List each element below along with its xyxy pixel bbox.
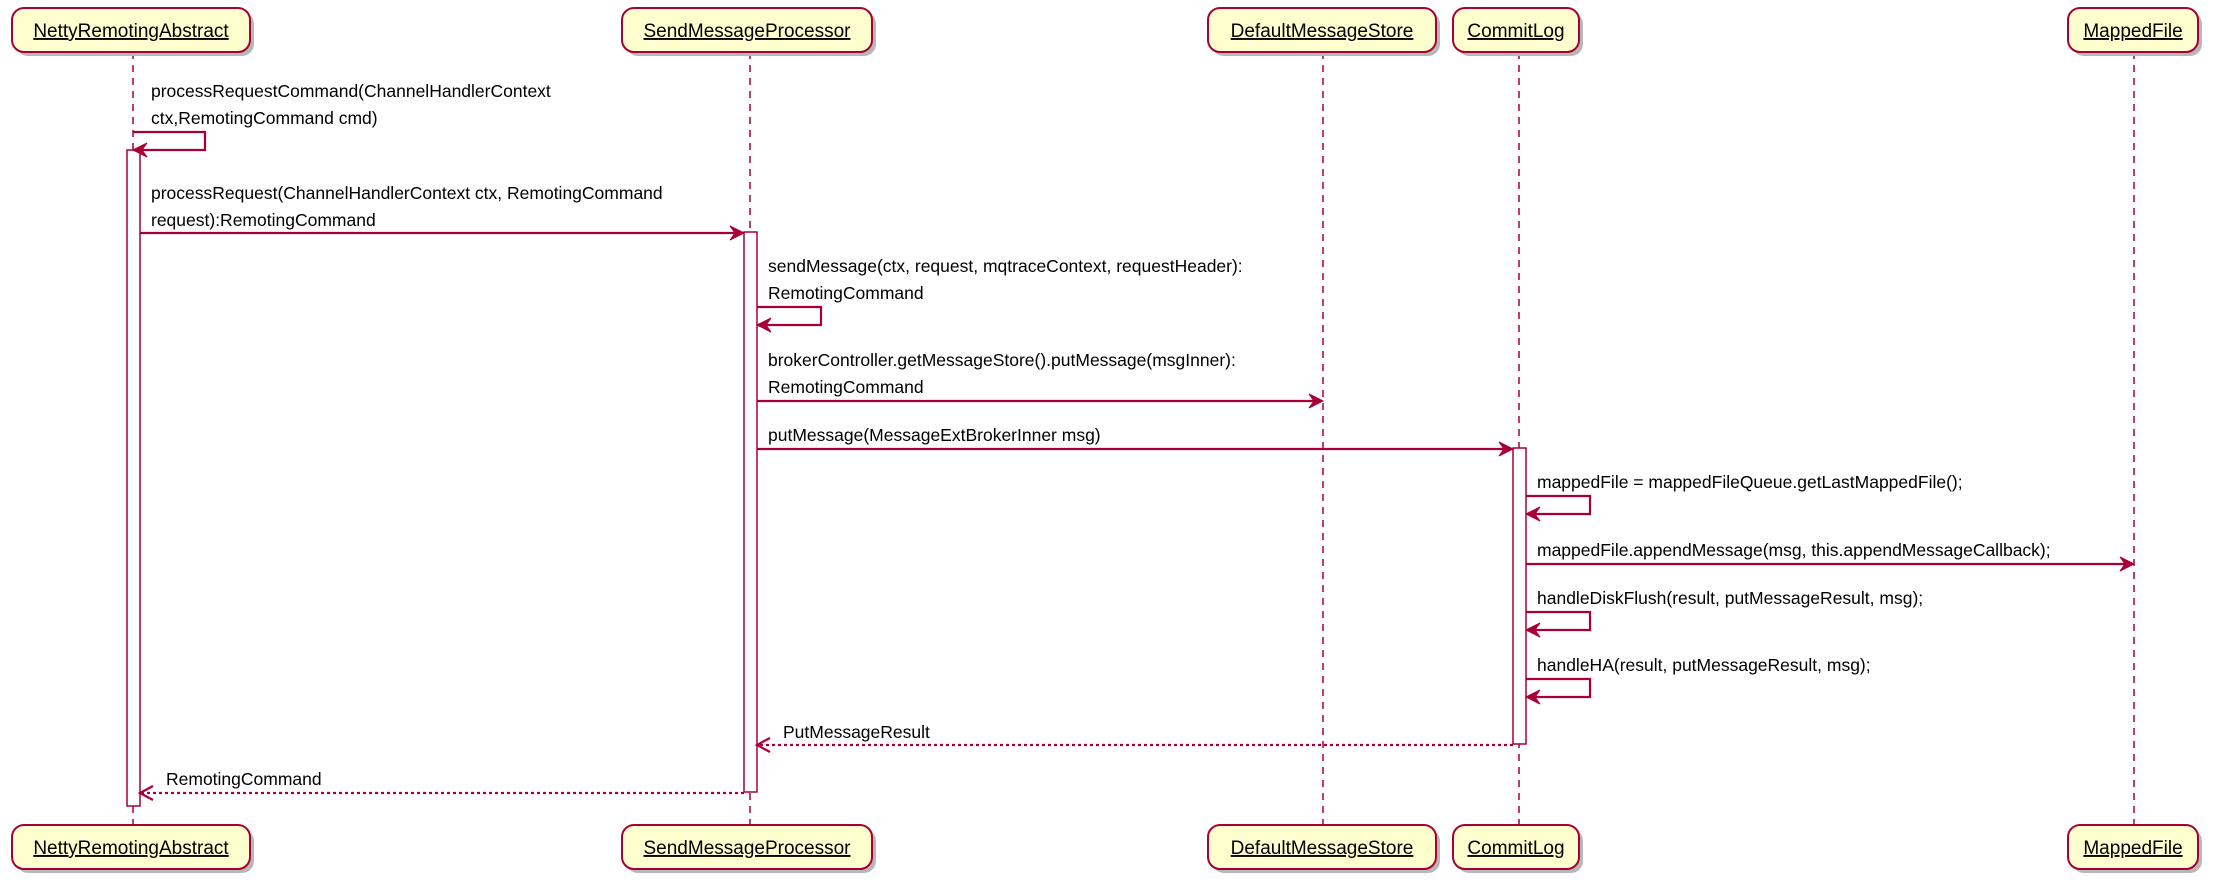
message-label: mappedFile.appendMessage(msg, this.appen… (1537, 540, 2051, 560)
activation-bar-nra (126, 149, 141, 807)
arrow-head (729, 225, 746, 241)
message-label: request):RemotingCommand (151, 210, 376, 230)
message-label: putMessage(MessageExtBrokerInner msg) (768, 425, 1101, 445)
participant-name: DefaultMessageStore (1231, 838, 1414, 859)
message-label: mappedFile = mappedFileQueue.getLastMapp… (1537, 472, 1963, 492)
message-label: handleDiskFlush(result, putMessageResult… (1537, 588, 1923, 608)
message-label: PutMessageResult (783, 722, 930, 742)
participant-name: NettyRemotingAbstract (33, 21, 229, 42)
message-label: handleHA(result, putMessageResult, msg); (1537, 655, 1871, 675)
participant-name: DefaultMessageStore (1231, 21, 1414, 42)
participant-box-bottom (11, 824, 251, 870)
arrow-head (2119, 556, 2136, 572)
participant-box-top (1452, 7, 1580, 53)
participant-box-top (621, 7, 873, 53)
participant-name: MappedFile (2083, 21, 2182, 42)
participant-box-bottom (1207, 824, 1437, 870)
arrow-head (755, 317, 772, 333)
activation-bar-cl (1512, 447, 1527, 745)
participant-box-top (11, 7, 251, 53)
message-label: RemotingCommand (166, 769, 322, 789)
arrow-head (1524, 506, 1541, 522)
message-label: processRequest(ChannelHandlerContext ctx… (151, 183, 663, 203)
message-label: ctx,RemotingCommand cmd) (151, 108, 378, 128)
participant-name: SendMessageProcessor (644, 838, 852, 859)
participant-name: SendMessageProcessor (644, 21, 852, 42)
activation-bar-smp (743, 231, 758, 793)
self-message-arrow (1526, 494, 1592, 516)
participant-box-top (2067, 7, 2199, 53)
participant-name: MappedFile (2083, 838, 2182, 859)
participant-name: NettyRemotingAbstract (33, 838, 229, 859)
message-label: RemotingCommand (768, 283, 924, 303)
arrow-head (1524, 689, 1541, 705)
return-arrow-head (137, 785, 154, 801)
self-message-arrow (1526, 610, 1592, 632)
message-label: processRequestCommand(ChannelHandlerCont… (151, 81, 551, 101)
self-message-arrow (1526, 677, 1592, 699)
message-label: sendMessage(ctx, request, mqtraceContext… (768, 256, 1243, 276)
return-arrow-head (754, 737, 771, 753)
arrow-head (1308, 393, 1325, 409)
participant-box-bottom (2067, 824, 2199, 870)
self-message-arrow (133, 130, 207, 152)
self-message-arrow (757, 305, 823, 327)
participant-box-bottom (621, 824, 873, 870)
message-label: brokerController.getMessageStore().putMe… (768, 350, 1236, 370)
arrow-head (1498, 441, 1515, 457)
participant-name: CommitLog (1467, 21, 1564, 42)
participant-box-bottom (1452, 824, 1580, 870)
message-label: RemotingCommand (768, 377, 924, 397)
arrow-head (131, 142, 148, 158)
participant-box-top (1207, 7, 1437, 53)
arrow-head (1524, 622, 1541, 638)
participant-name: CommitLog (1467, 838, 1564, 859)
